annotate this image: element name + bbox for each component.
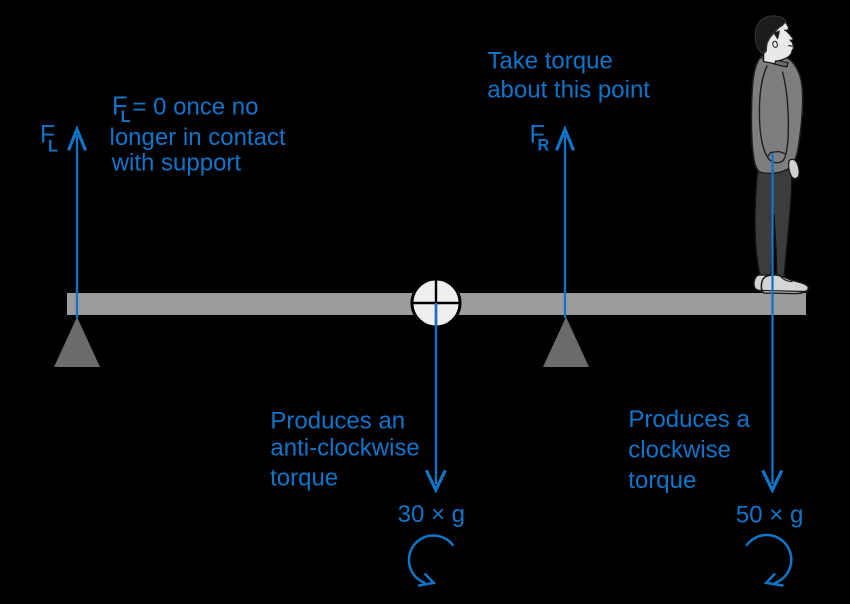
svg-text:with support: with support — [111, 149, 242, 176]
svg-text:F: F — [40, 121, 55, 149]
svg-text:clockwise: clockwise — [628, 437, 731, 464]
svg-text:anti-clockwise: anti-clockwise — [270, 435, 419, 462]
svg-text:= 0 once no: = 0 once no — [132, 94, 258, 121]
svg-text:torque: torque — [270, 464, 338, 491]
svg-text:L: L — [121, 108, 131, 126]
svg-text:30 × g: 30 × g — [398, 501, 465, 528]
svg-text:Produces an: Produces an — [270, 408, 405, 435]
svg-text:50 × g: 50 × g — [736, 502, 803, 529]
svg-text:about this point: about this point — [487, 77, 650, 104]
svg-text:longer in contact: longer in contact — [110, 124, 286, 151]
svg-text:F: F — [112, 93, 128, 121]
svg-text:L: L — [48, 138, 58, 156]
svg-text:Produces a: Produces a — [628, 406, 750, 433]
svg-text:R: R — [538, 137, 550, 155]
svg-text:F: F — [530, 120, 545, 148]
svg-text:Take torque: Take torque — [487, 48, 612, 75]
svg-text:torque: torque — [628, 467, 696, 494]
